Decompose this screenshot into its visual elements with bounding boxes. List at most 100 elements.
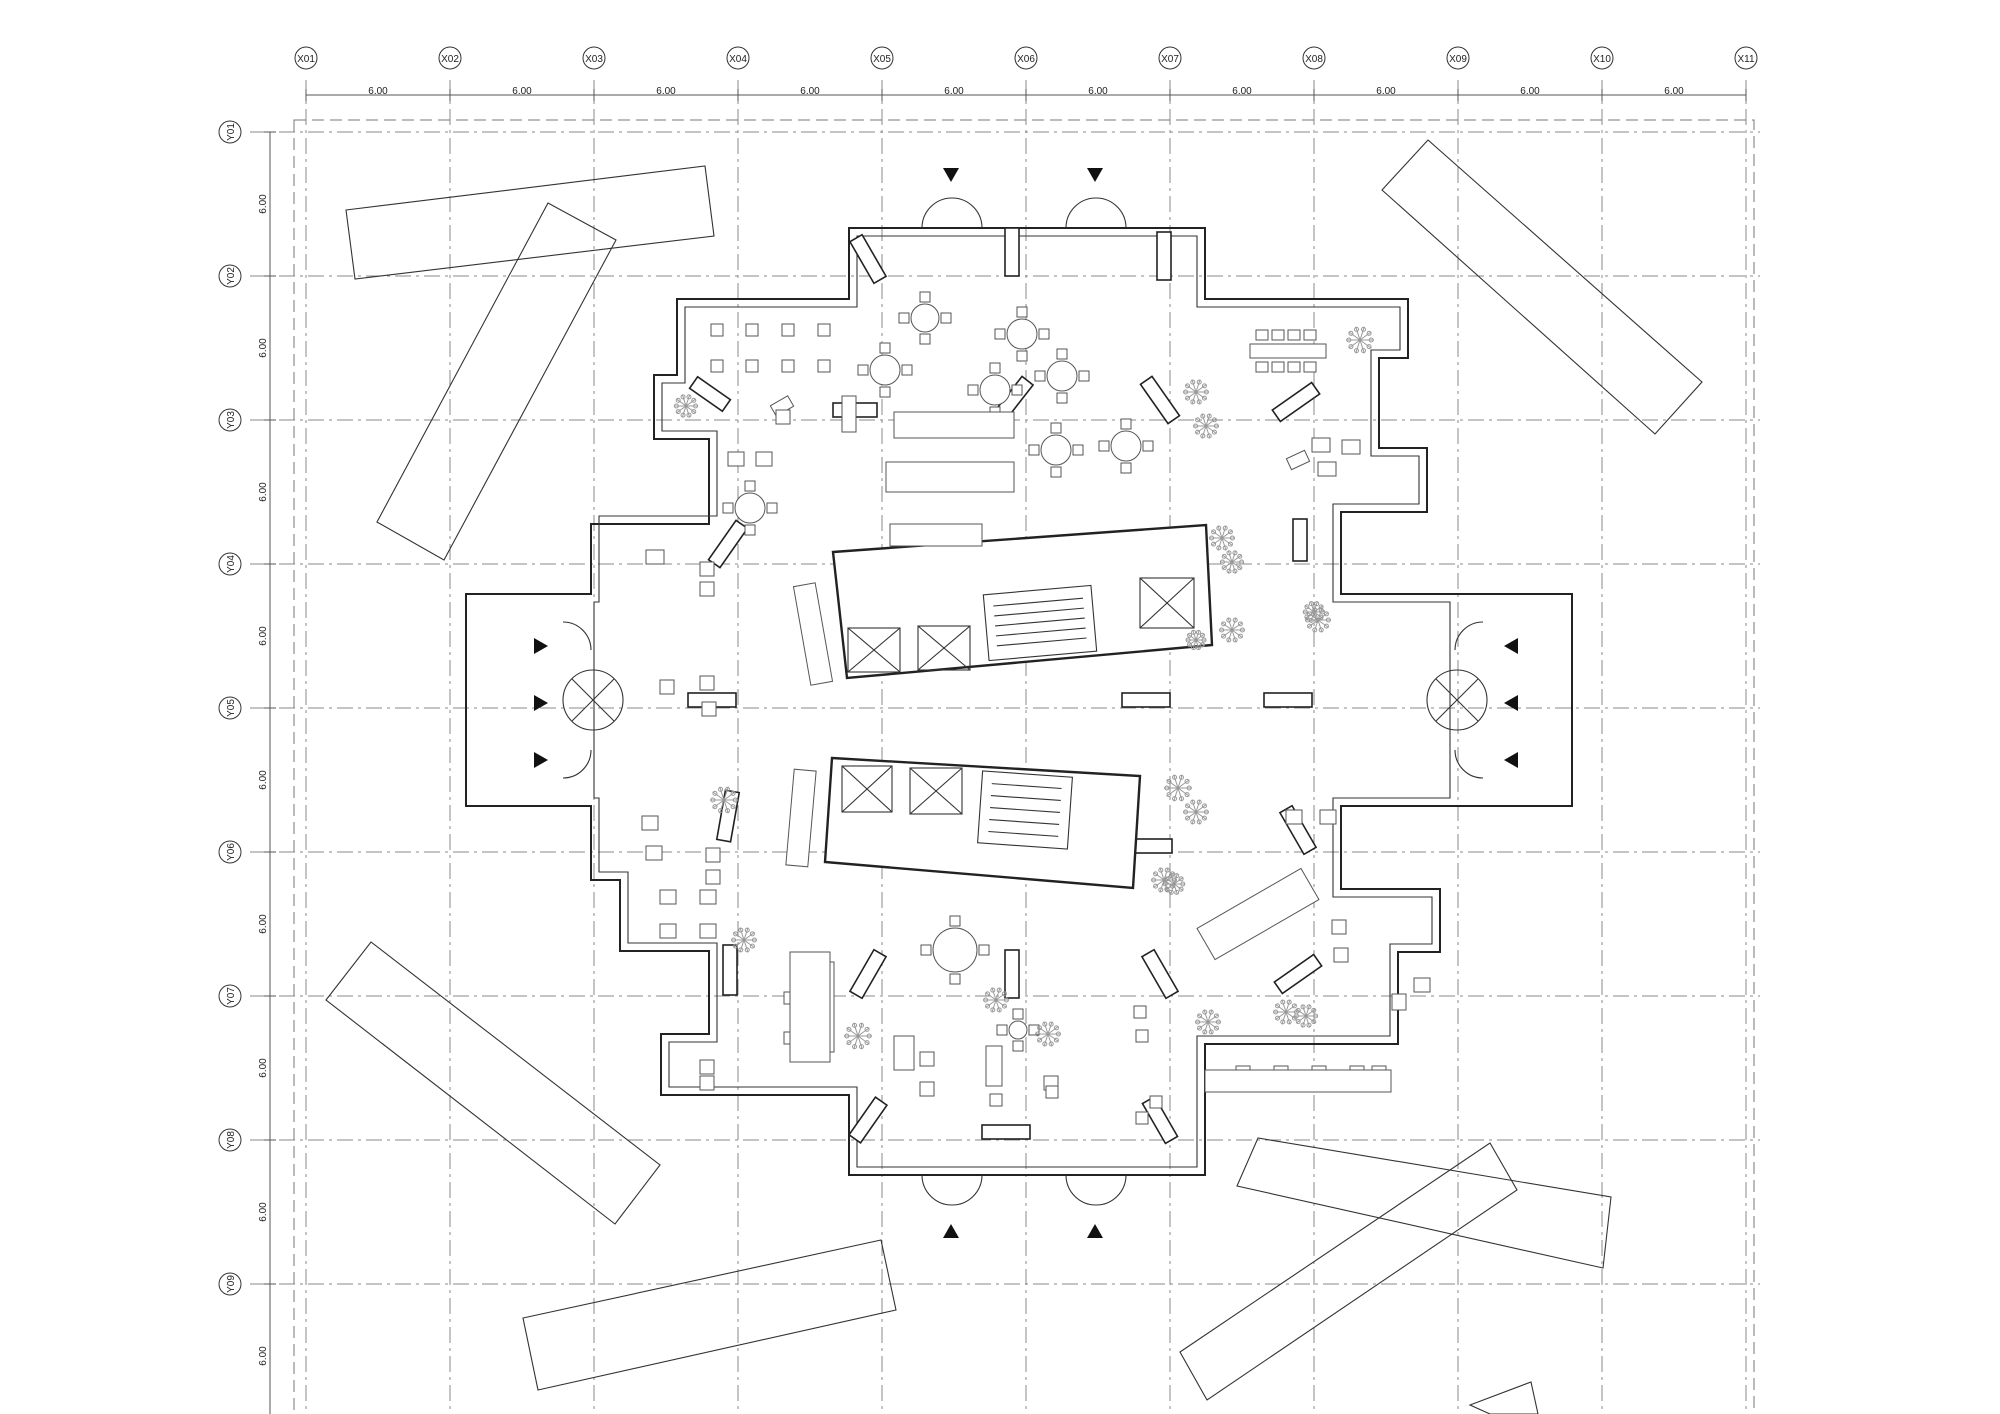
- dimension-label-x: 6.00: [800, 86, 820, 97]
- table-icon: [1135, 1029, 1149, 1043]
- grid-bubble-y: [218, 552, 242, 576]
- chair-icon: [1120, 418, 1132, 430]
- stair-icon: [977, 770, 1073, 850]
- chair-icon: [1016, 350, 1028, 362]
- table-icon: [919, 1081, 935, 1097]
- table-icon: [841, 395, 857, 433]
- grid-bubble-y: [218, 264, 242, 288]
- elevator-icon: [1139, 577, 1195, 629]
- table-icon: [1045, 1085, 1059, 1099]
- table-icon: [1303, 329, 1317, 341]
- table-icon: [781, 359, 795, 373]
- grid-bubble-x: [438, 46, 462, 70]
- plant-icon: [731, 927, 757, 953]
- table-icon: [994, 306, 1050, 362]
- grid-bubble-y: [218, 120, 242, 144]
- table-icon: [755, 451, 773, 467]
- table-icon: [1028, 422, 1084, 478]
- chair-icon: [1098, 440, 1110, 452]
- chair-icon: [949, 973, 961, 985]
- plant-icon: [1185, 629, 1207, 651]
- table-icon: [1133, 1005, 1147, 1019]
- revolving-door-icon: [1426, 669, 1488, 731]
- grid-label-y: Y03: [226, 411, 237, 429]
- grid-bubble-y: [218, 1128, 242, 1152]
- chair-icon: [989, 362, 1001, 374]
- table-icon: [857, 342, 913, 398]
- table-icon: [699, 923, 717, 939]
- table-icon: [1285, 449, 1311, 471]
- column: [707, 519, 749, 569]
- grid-label-x: X11: [1737, 54, 1754, 65]
- grid-bubble-x: [1014, 46, 1038, 70]
- grid-bubble-x: [870, 46, 894, 70]
- table-icon: [1413, 977, 1431, 993]
- table-icon: [1303, 361, 1317, 373]
- plant-icon: [1346, 326, 1374, 354]
- table-icon: [920, 915, 990, 985]
- plant-icon: [1273, 999, 1299, 1025]
- table-icon: [645, 845, 663, 861]
- chair-icon: [744, 480, 756, 492]
- column: [1004, 949, 1020, 999]
- chair-icon: [1038, 328, 1050, 340]
- grid-label-y: Y07: [226, 987, 237, 1005]
- grid-label-x: X06: [1017, 54, 1035, 65]
- table-icon: [989, 1093, 1003, 1107]
- grid-label-x: X07: [1161, 54, 1179, 65]
- grid-bubble-y: [218, 840, 242, 864]
- entrance-arrow-icon: [1087, 1224, 1103, 1238]
- table-icon: [659, 889, 677, 905]
- grid-label-x: X04: [729, 54, 747, 65]
- dimension-label-x: 6.00: [1376, 86, 1396, 97]
- chair-icon: [919, 333, 931, 345]
- table-icon: [1034, 348, 1090, 404]
- site-boundary: [293, 119, 1755, 1414]
- chair-icon: [1011, 384, 1023, 396]
- grid-bubble-y: [218, 984, 242, 1008]
- elevator-icon: [847, 627, 901, 673]
- column: [1271, 381, 1321, 423]
- grid-bubble-y: [218, 408, 242, 432]
- dimension-label-y: 6.00: [258, 482, 269, 502]
- table-icon: [1271, 329, 1285, 341]
- table-icon: [1285, 809, 1303, 825]
- entrance-arrow-icon: [1087, 168, 1103, 182]
- grid-bubble-x: [1302, 46, 1326, 70]
- dimension-label-y: 6.00: [258, 338, 269, 358]
- grid-bubble-x: [1446, 46, 1470, 70]
- dimension-label-x: 6.00: [1520, 86, 1540, 97]
- plant-icon: [1219, 550, 1245, 574]
- grid-label-x: X01: [297, 54, 315, 65]
- table-icon: [699, 889, 717, 905]
- plant-icon: [1183, 799, 1209, 825]
- plant-icon: [710, 786, 738, 814]
- table-icon: [1341, 439, 1361, 455]
- elevator-icon: [909, 767, 963, 815]
- table-icon: [701, 701, 717, 717]
- entrance-arrow-icon: [534, 638, 548, 654]
- chair-icon: [879, 386, 891, 398]
- grid-label-y: Y01: [226, 123, 237, 141]
- columns: [687, 227, 1323, 1145]
- table-icon: [1331, 919, 1347, 935]
- grid-bubble-x: [1590, 46, 1614, 70]
- chair-icon: [766, 502, 778, 514]
- table-icon: [996, 1008, 1040, 1052]
- table-icon: [817, 323, 831, 337]
- chair-icon: [722, 502, 734, 514]
- table-icon: [1271, 361, 1285, 373]
- dimension-label-x: 6.00: [944, 86, 964, 97]
- entrance-arrow-icon: [1504, 752, 1518, 768]
- table-icon: [699, 581, 715, 597]
- plant-icon: [844, 1022, 872, 1050]
- table-icon: [641, 815, 659, 831]
- table-icon: [745, 359, 759, 373]
- building-outline: [465, 227, 1573, 1176]
- column: [1156, 231, 1172, 281]
- column: [1139, 375, 1181, 425]
- dimension-label-y: 6.00: [258, 1202, 269, 1222]
- plant-icon: [1302, 601, 1326, 623]
- stair-icon: [982, 584, 1098, 662]
